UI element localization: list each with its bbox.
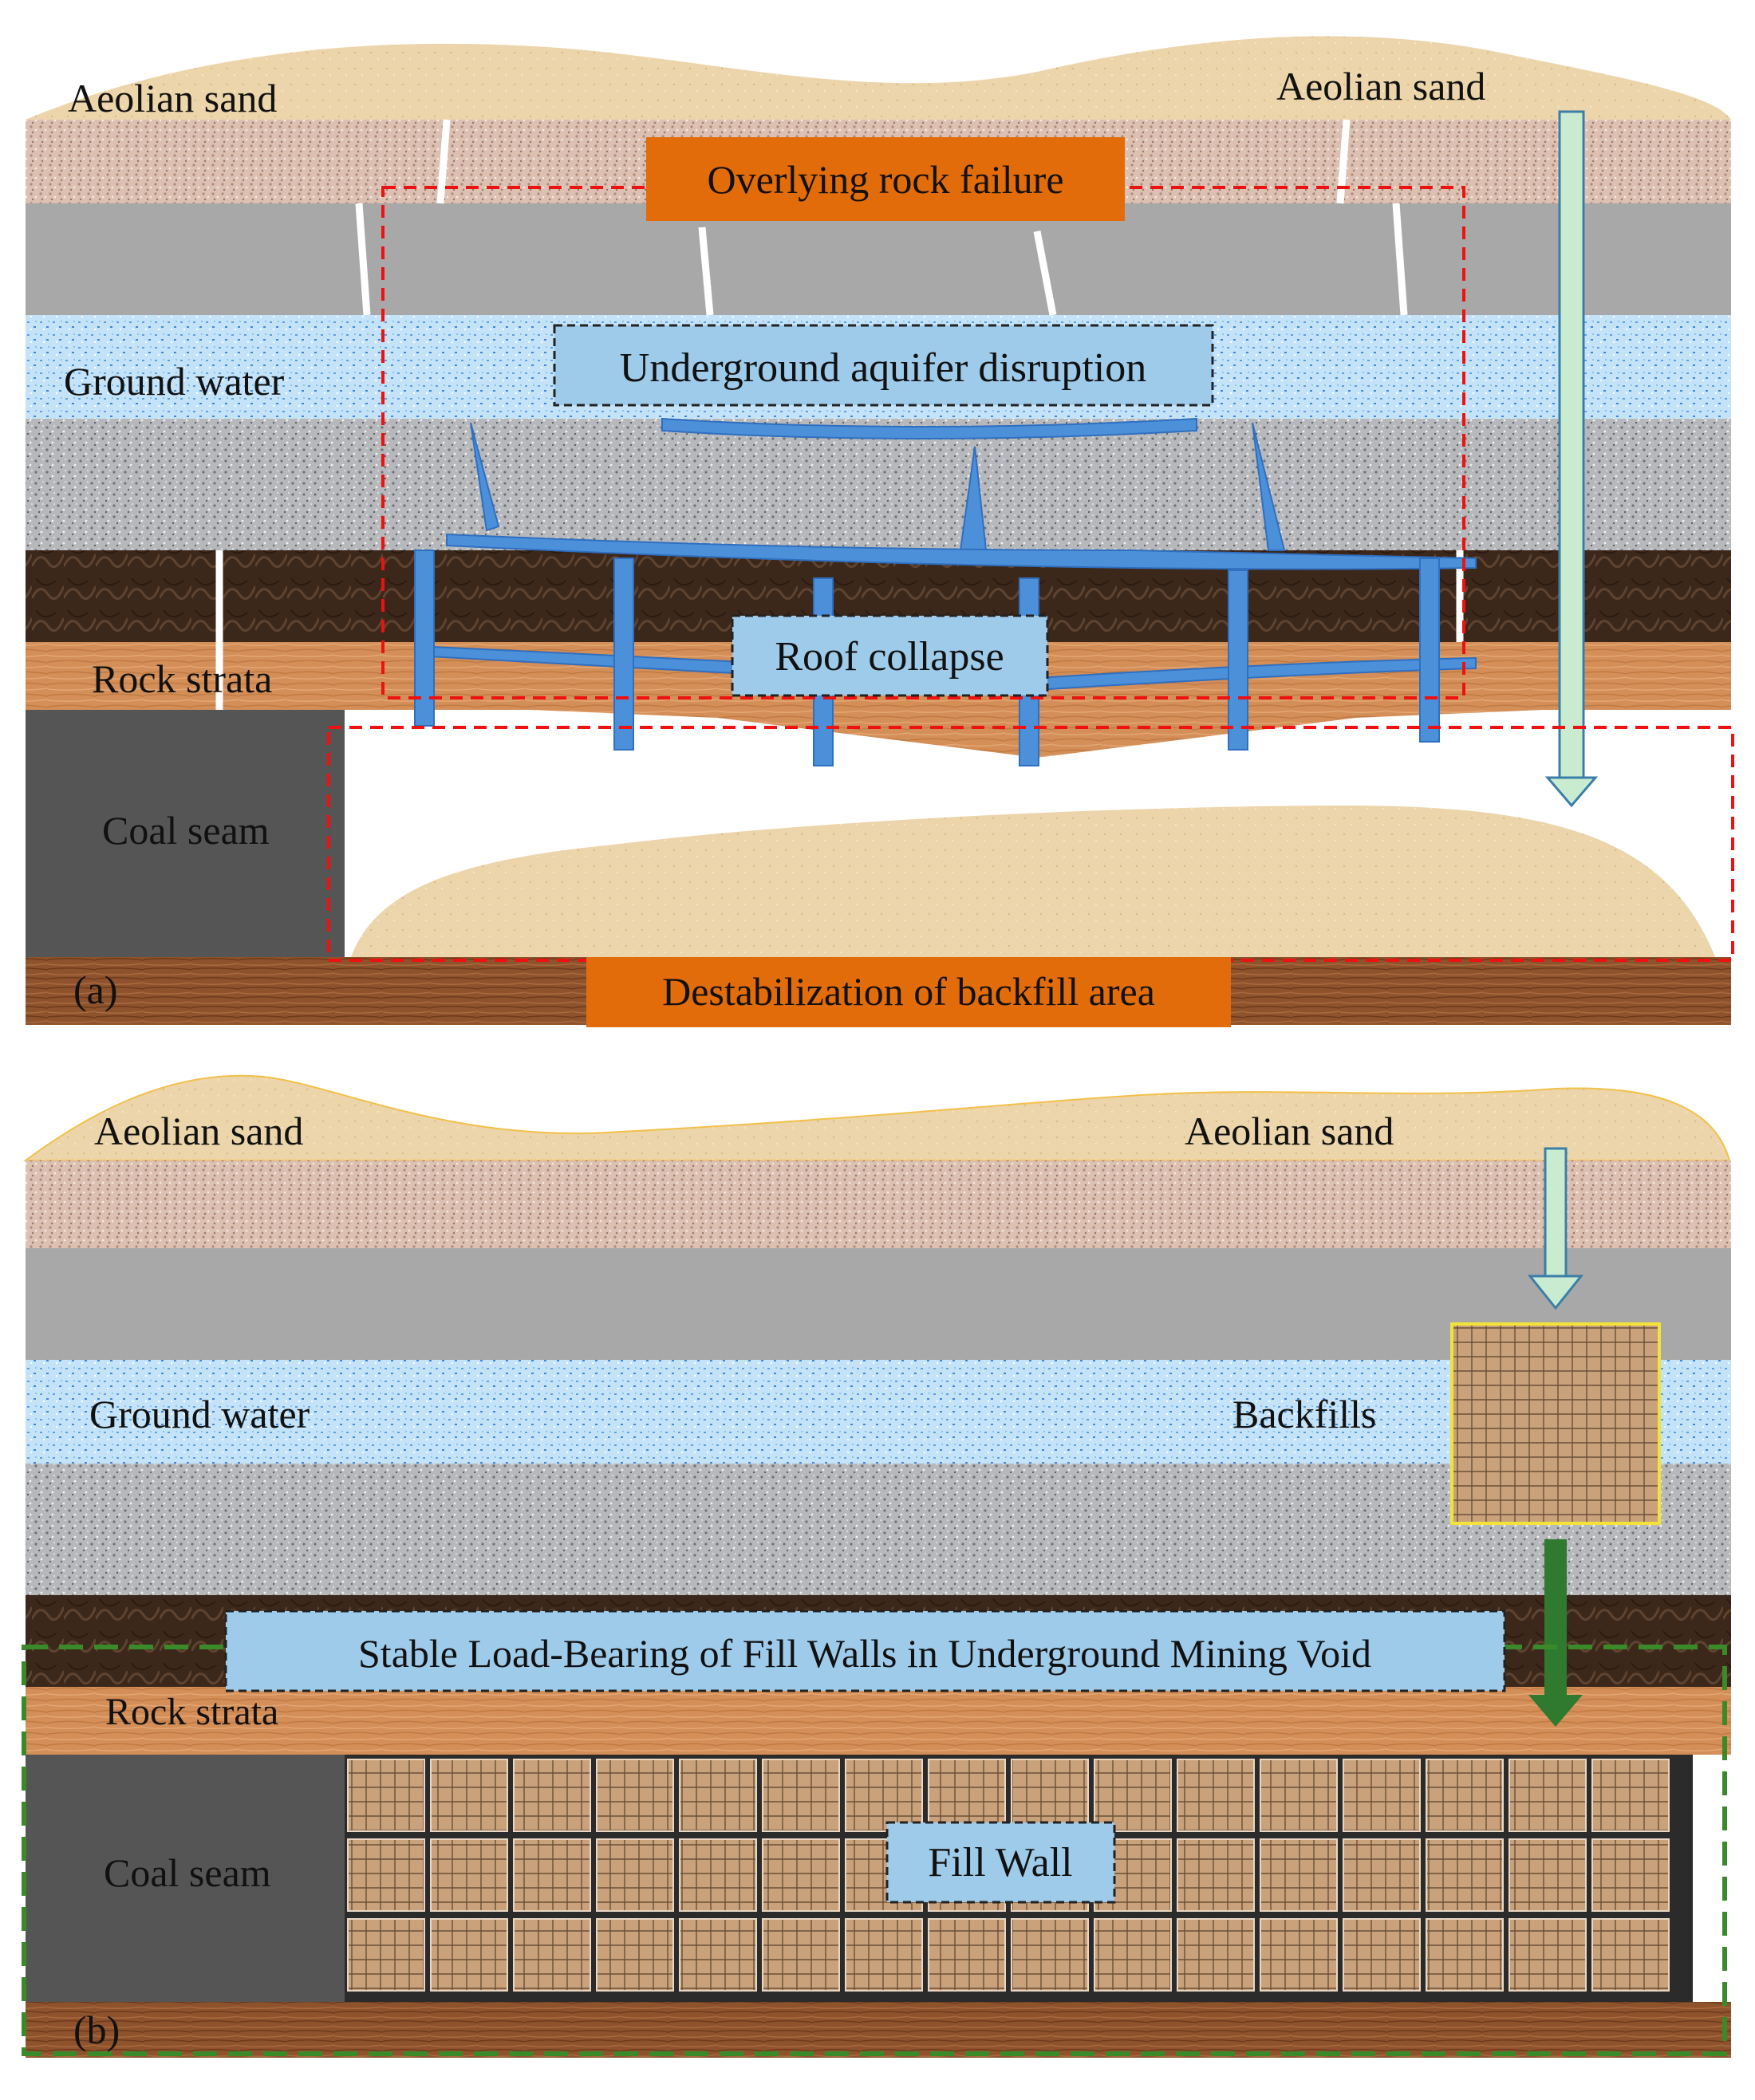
ground-water-layer <box>26 1360 1731 1464</box>
fill-bag <box>1591 1918 1670 1992</box>
backfills-label: Backfills <box>1232 1392 1377 1436</box>
panel-b: Stable Load-Bearing of Fill Walls in Und… <box>22 1074 1731 2058</box>
fill-bag <box>347 1759 425 1832</box>
fill-bag <box>1343 1759 1421 1832</box>
fill-bag <box>596 1838 674 1912</box>
aquifer-disruption-text: Underground aquifer disruption <box>620 345 1146 391</box>
rock-strata-layer <box>26 1687 1731 1755</box>
fill-bag <box>1011 1759 1089 1832</box>
fill-bag <box>845 1918 923 1992</box>
fill-bag <box>430 1838 508 1912</box>
fill-bag <box>762 1838 840 1912</box>
fill-bag <box>430 1759 508 1832</box>
fill-bag <box>1260 1759 1338 1832</box>
aeolian-sand-label-right: Aeolian sand <box>1185 1109 1394 1153</box>
fill-bag <box>1426 1838 1504 1912</box>
backfill-destabilization-zone <box>327 726 1734 962</box>
panel-b-tag: (b) <box>73 2007 120 2052</box>
fill-bag <box>596 1759 674 1832</box>
roof-collapse-callout: Roof collapse <box>731 614 1049 697</box>
coal-seam-label: Coal seam <box>102 808 270 853</box>
aeolian-sand-layer <box>22 1074 1731 1161</box>
aquifer-disruption-callout: Underground aquifer disruption <box>553 324 1214 407</box>
fill-bag <box>679 1759 757 1832</box>
fill-bag <box>845 1759 923 1832</box>
fill-bag <box>513 1759 591 1832</box>
backfill-sand-mound <box>351 806 1715 957</box>
fill-bag <box>1260 1918 1338 1992</box>
backfill-destabilization-callout: Destabilization of backfill area <box>586 957 1231 1027</box>
fill-bag <box>1426 1918 1504 1992</box>
coal-seam-label: Coal seam <box>104 1850 271 1895</box>
fill-bag <box>1177 1838 1255 1912</box>
backfill-destabilization-text: Destabilization of backfill area <box>662 969 1155 1014</box>
fill-bag <box>1343 1918 1421 1992</box>
fill-bag <box>1591 1759 1670 1832</box>
fill-bag <box>1260 1838 1338 1912</box>
fill-bag <box>1011 1918 1089 1992</box>
overlying-rock-failure-callout: Overlying rock failure <box>646 137 1125 221</box>
coal-seam-block <box>26 1755 345 2002</box>
panel-a: Overlying rock failure Underground aquif… <box>26 36 1734 1027</box>
ground-water-label: Ground water <box>64 359 285 404</box>
coal-seam-block <box>26 710 345 957</box>
fill-bag <box>513 1918 591 1992</box>
fill-bag <box>928 1759 1006 1832</box>
fill-bag <box>679 1838 757 1912</box>
fill-bag <box>928 1918 1006 1992</box>
fill-bag <box>1177 1918 1255 1992</box>
fill-bag <box>1509 1759 1587 1832</box>
fill-bag <box>1509 1918 1587 1992</box>
aeolian-sand-layer <box>26 36 1731 120</box>
grey-rock-layer <box>26 1248 1731 1360</box>
grey-rock-layer <box>26 203 1731 315</box>
floor-layer <box>26 2002 1731 2058</box>
rock-strata-label: Rock strata <box>105 1691 278 1733</box>
fill-bag <box>762 1918 840 1992</box>
backfill-bag-sample <box>1450 1322 1661 1525</box>
fill-bag <box>679 1918 757 1992</box>
fill-bag <box>1094 1759 1172 1832</box>
panel-a-tag: (a) <box>73 967 118 1012</box>
fill-bag <box>347 1838 425 1912</box>
fill-bag <box>1426 1759 1504 1832</box>
stable-load-bearing-callout: Stable Load-Bearing of Fill Walls in Und… <box>224 1609 1506 1692</box>
gravel-layer <box>26 1160 1731 1248</box>
roof-collapse-text: Roof collapse <box>775 634 1004 680</box>
fill-bag <box>1094 1918 1172 1992</box>
rock-fractures <box>215 119 1464 710</box>
fill-bag <box>1591 1838 1670 1912</box>
backfill-injection-arrow <box>1544 110 1599 808</box>
backfill-delivery-arrow <box>1527 1147 1584 1310</box>
fill-bag <box>430 1918 508 1992</box>
fill-bag <box>1177 1759 1255 1832</box>
aeolian-sand-label-right: Aeolian sand <box>1276 64 1485 108</box>
overlying-rock-failure-text: Overlying rock failure <box>707 157 1063 202</box>
rock-strata-label: Rock strata <box>92 656 272 701</box>
aeolian-sand-label-left: Aeolian sand <box>94 1109 303 1153</box>
backfill-placement-arrow <box>1528 1539 1583 1727</box>
fill-wall-callout: Fill Wall <box>885 1821 1116 1904</box>
granite-layer <box>26 1464 1731 1595</box>
ground-water-label: Ground water <box>89 1392 310 1436</box>
fill-bag <box>513 1838 591 1912</box>
fill-bag <box>347 1918 425 1992</box>
fill-bag <box>762 1759 840 1832</box>
aeolian-sand-label-left: Aeolian sand <box>68 76 277 120</box>
fill-bag <box>596 1918 674 1992</box>
fill-bag <box>1509 1838 1587 1912</box>
stable-load-bearing-text: Stable Load-Bearing of Fill Walls in Und… <box>358 1631 1371 1676</box>
granite-layer <box>26 419 1731 550</box>
fill-wall-text: Fill Wall <box>928 1840 1072 1885</box>
fill-bag <box>1343 1838 1421 1912</box>
